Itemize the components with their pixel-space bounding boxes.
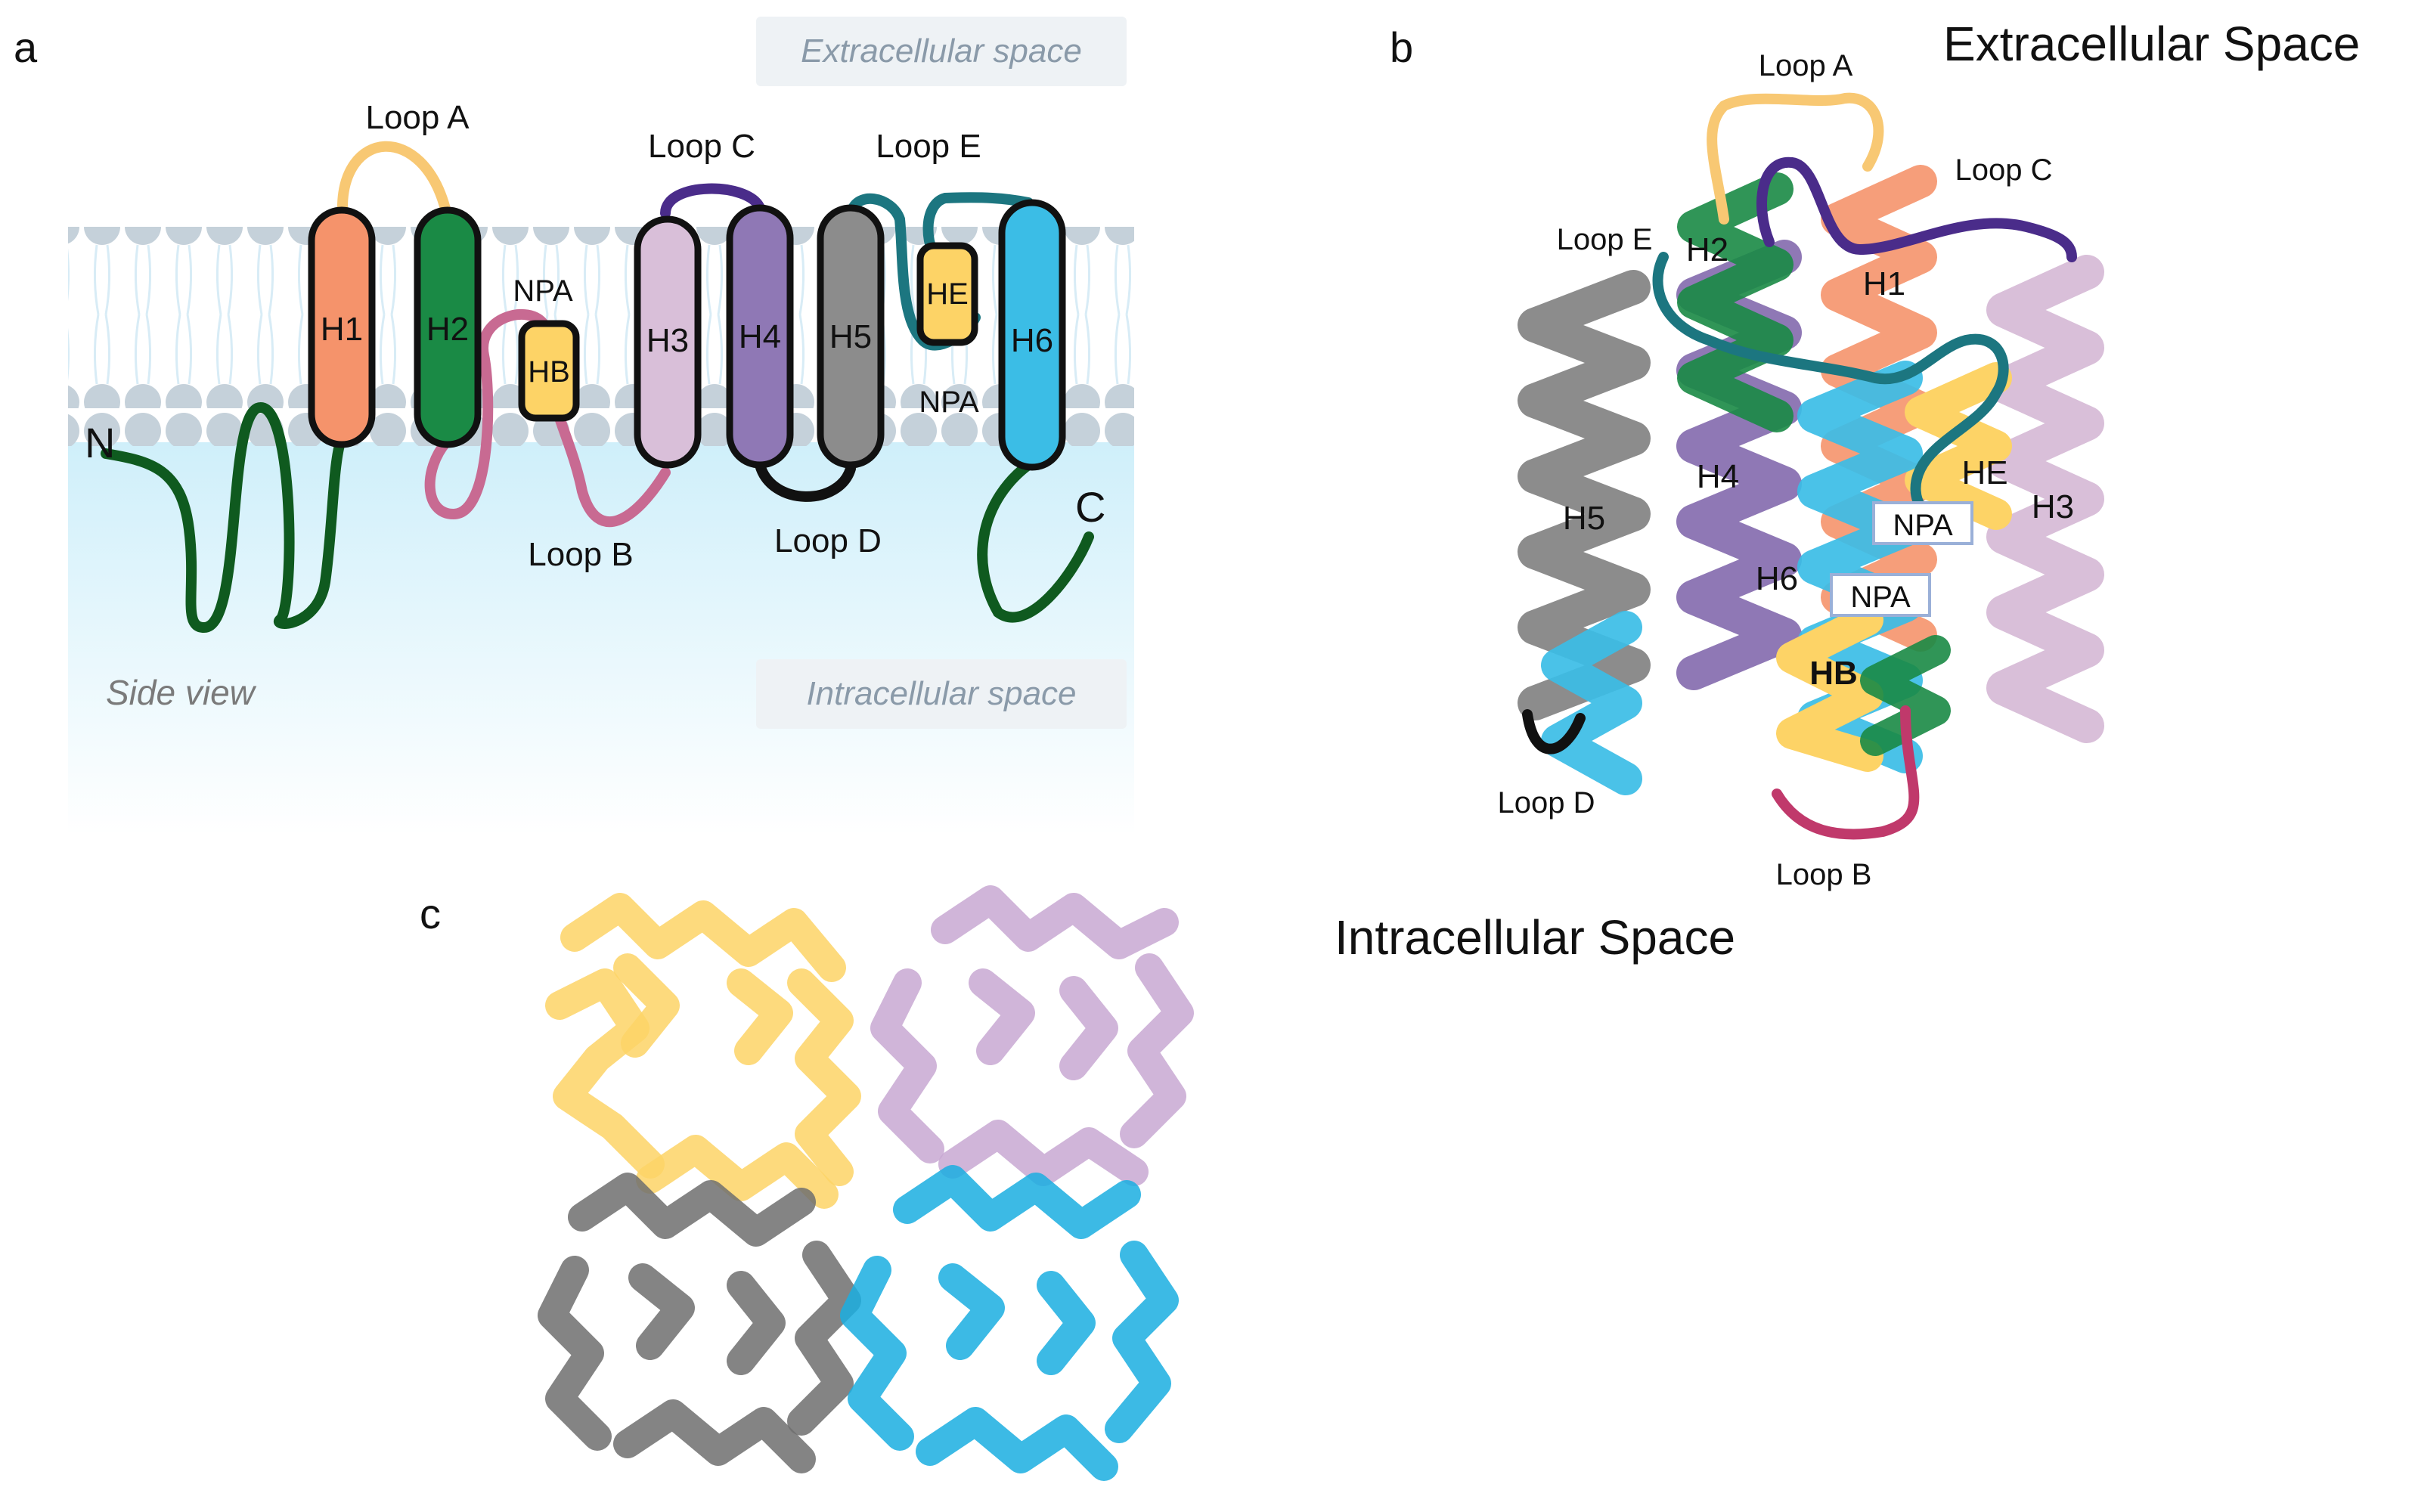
npa-label-bottom: NPA <box>919 386 979 419</box>
loop-b-path <box>424 308 671 528</box>
loop-b-e-path <box>1652 252 2009 520</box>
loop-e-label-b: Loop E <box>1557 223 1653 256</box>
helix-h1 <box>308 206 376 448</box>
helix-hb <box>518 320 580 422</box>
h4-label: H4 <box>739 318 781 355</box>
loop-d-label: Loop D <box>774 522 882 559</box>
he-label-b: HE <box>1961 454 2007 491</box>
loop-b-d-path <box>1522 709 1586 754</box>
extracellular-label-b: Extracellular Space <box>1943 17 2360 71</box>
npa-label-b1: NPA <box>1893 509 1953 542</box>
intracellular-label-b: Intracellular Space <box>1335 910 1735 965</box>
tetramer-yellow-monomer <box>545 893 861 1209</box>
h1-label: H1 <box>321 311 363 348</box>
loop-a-label: Loop A <box>365 99 470 136</box>
helix-h5 <box>817 204 885 469</box>
loop-d-path <box>755 460 856 502</box>
h2-label: H2 <box>426 311 469 348</box>
h3-label-b: H3 <box>2032 488 2074 525</box>
loop-a-label-b: Loop A <box>1759 49 1853 82</box>
loop-c-label: Loop C <box>648 128 755 165</box>
h6-label: H6 <box>1011 322 1053 359</box>
loop-b-b-path <box>1772 705 1920 840</box>
helix-b-h5 <box>1518 270 1651 720</box>
npa-box-2 <box>1830 573 1931 617</box>
helix-b-he <box>1905 362 2012 530</box>
tetramer-purple-monomer <box>870 885 1194 1186</box>
helix-h4 <box>726 204 794 469</box>
panel-b-label: b <box>1390 23 1413 71</box>
helix-h3 <box>634 215 702 469</box>
panel-a-label: a <box>14 23 38 71</box>
helix-b-h3 <box>1986 255 2104 743</box>
hb-label: HB <box>528 355 570 389</box>
intracellular-box <box>756 659 1127 729</box>
loop-e-label: Loop E <box>876 128 981 165</box>
h6-label-b: H6 <box>1756 560 1798 597</box>
h5-label: H5 <box>829 318 872 355</box>
tetramer-gray-monomer <box>538 1173 861 1473</box>
n-terminal-tail <box>101 402 346 634</box>
c-terminal-tail <box>977 460 1094 623</box>
panel-c: c <box>420 885 1194 1481</box>
loop-c-label-b: Loop C <box>1955 153 2053 187</box>
npa-label-b2: NPA <box>1850 581 1911 614</box>
he-label: HE <box>926 277 969 311</box>
c-terminus-label: C <box>1075 483 1105 531</box>
h4-label-b: H4 <box>1697 458 1739 495</box>
extracellular-box <box>756 17 1127 86</box>
npa-box-1 <box>1872 501 1973 545</box>
loop-b-a-path <box>1707 92 1884 225</box>
helix-b-hb <box>1776 604 1883 772</box>
helix-b-h6-lower <box>1541 611 1642 795</box>
hb-label-b: HB <box>1809 655 1858 692</box>
panel-b: b Extracellular Space Intracellular Spac… <box>1335 17 2360 965</box>
helix-he <box>916 242 978 346</box>
h3-label: H3 <box>646 322 689 359</box>
h1-label-b: H1 <box>1863 265 1905 302</box>
cytosol-region <box>68 442 1134 835</box>
loop-a-path <box>336 141 451 217</box>
loop-c-path <box>660 183 765 218</box>
helix-b-h2 <box>1677 172 1793 432</box>
panel-c-label: c <box>420 890 441 937</box>
side-view-label: Side view <box>106 673 257 712</box>
loop-d-label-b: Loop D <box>1498 786 1595 820</box>
helix-h6 <box>998 199 1066 471</box>
loop-b-c-path <box>1756 156 2077 262</box>
n-terminus-label: N <box>85 419 115 466</box>
extracellular-label-a: Extracellular space <box>801 33 1082 70</box>
h5-label-b: H5 <box>1563 500 1605 537</box>
h2-label-b: H2 <box>1686 231 1728 268</box>
loop-b-label: Loop B <box>528 536 633 573</box>
npa-label-top: NPA <box>513 274 573 308</box>
loop-b-label-b: Loop B <box>1776 858 1872 891</box>
tetramer-blue-monomer <box>840 1165 1179 1481</box>
panel-a: a Extracellular space Intracellular spac… <box>14 17 1134 835</box>
intracellular-label-a: Intracellular space <box>806 675 1076 712</box>
helix-h2 <box>414 206 482 448</box>
